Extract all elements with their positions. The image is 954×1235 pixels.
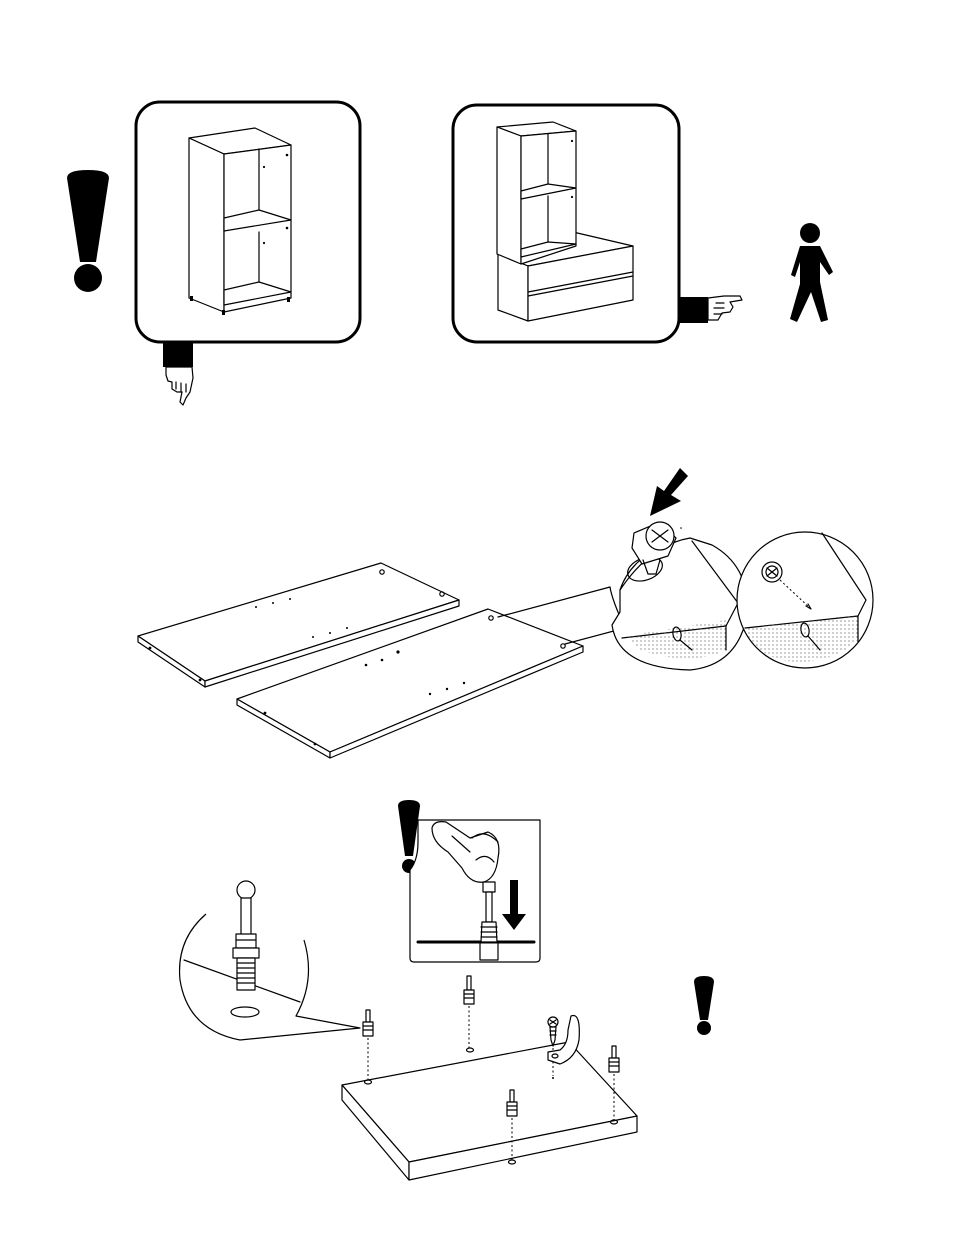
warning-icon-right <box>694 976 714 1035</box>
arrow-down-icon <box>650 468 688 516</box>
detail-press-dowel <box>410 820 540 962</box>
dowel-back <box>464 976 474 1048</box>
detail-cam-lock-inserted <box>737 532 873 668</box>
detail-dowel-thread <box>180 881 360 1040</box>
bookcase-unit-on-chest <box>497 122 576 264</box>
detail-cam-lock-insert <box>612 468 748 670</box>
base-panel <box>342 1042 637 1180</box>
panel-shelf-on-chest <box>453 105 742 342</box>
pointing-hand-right-icon <box>678 296 742 323</box>
warning-icon-top <box>67 170 109 292</box>
dowel-left <box>363 1010 373 1080</box>
walking-person-icon <box>790 223 833 322</box>
panel-shelf-alone <box>136 102 360 405</box>
pointing-hand-down-icon <box>163 341 193 405</box>
bookcase-unit <box>189 128 291 315</box>
